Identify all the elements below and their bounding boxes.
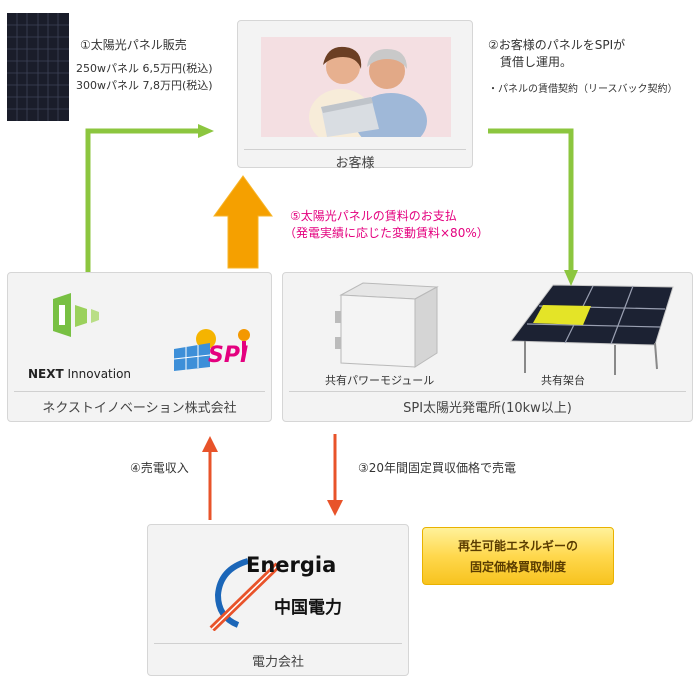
- utility-box: Energia 中国電力 電力会社: [147, 524, 409, 676]
- panel-sale-price-250: 250wパネル 6,5万円(税込): [76, 62, 213, 75]
- solar-mount-image: [505, 281, 687, 377]
- payment-line1: ⑤太陽光パネルの賃料のお支払: [290, 209, 457, 223]
- customer-photo-graphic: [261, 37, 451, 137]
- energia-logo-graphic: [209, 558, 281, 631]
- mount-label: 共有架台: [541, 374, 585, 387]
- spi-logo: SPI: [170, 323, 260, 373]
- lease-title-line2: 賃借し運用。: [500, 55, 573, 69]
- solar-panel-image: [7, 13, 69, 121]
- fit-badge: 再生可能エネルギーの 固定価格買取制度: [422, 527, 614, 585]
- power-module-image: [335, 281, 441, 369]
- chugoku-logo-text: 中国電力: [274, 598, 342, 618]
- red-arrow-sell: [327, 434, 343, 516]
- panel-sale-price-300: 300wパネル 7,8万円(税込): [76, 79, 213, 92]
- energia-logo: Energia 中国電力: [208, 551, 378, 631]
- spi-plant-label: SPI太陽光発電所(10kw以上): [403, 401, 572, 416]
- lease-note: ・パネルの賃借契約（リースバック契約）: [488, 84, 678, 95]
- orange-arrow-payment: [213, 175, 273, 269]
- fit-badge-line1: 再生可能エネルギーの: [457, 539, 578, 553]
- payment-line2: （発電実績に応じた変動賃料×80%）: [284, 226, 489, 240]
- utility-label: 電力会社: [251, 655, 304, 670]
- next-innovation-logo-graphic: [53, 293, 99, 337]
- power-module-graphic: [335, 282, 439, 368]
- next-innovation-divider: [14, 391, 265, 392]
- utility-divider: [154, 643, 402, 644]
- lease-title-line1: ②お客様のパネルをSPIが: [488, 38, 626, 52]
- power-module-label: 共有パワーモジュール: [325, 374, 435, 387]
- next-innovation-logo-icon: [53, 293, 133, 337]
- spi-plant-box: 共有パワーモジュール 共有架台 SPI太陽光発電所(10kw以上): [282, 272, 693, 422]
- panel-sale-title: ①太陽光パネル販売: [80, 38, 187, 52]
- next-innovation-box: NEXT Innovation SPI ネクストイノベーション株式会社: [7, 272, 272, 422]
- solar-mount-graphic: [510, 284, 674, 375]
- customer-box: お客様: [237, 20, 473, 171]
- spi-plant-divider: [289, 391, 686, 392]
- green-arrow-sale: [84, 124, 214, 272]
- spi-logo-graphic: [173, 329, 250, 371]
- customer-label: お客様: [335, 156, 375, 171]
- logo-innovation: Innovation: [63, 367, 132, 381]
- next-innovation-label: ネクストイノベーション株式会社: [42, 401, 237, 416]
- customer-divider: [244, 149, 466, 150]
- spi-logo-text: SPI: [208, 343, 249, 368]
- revenue-label: ④売電収入: [130, 461, 189, 475]
- fit-badge-line2: 固定価格買取制度: [469, 560, 566, 574]
- logo-next: NEXT: [28, 367, 64, 381]
- red-arrow-revenue: [202, 436, 218, 520]
- next-innovation-logo-text: NEXT Innovation: [28, 367, 131, 381]
- energia-logo-text: Energia: [246, 553, 337, 577]
- customer-photo: [261, 37, 451, 137]
- solar-panel-graphic: [7, 13, 69, 121]
- sell-label: ③20年間固定買収価格で売電: [358, 461, 517, 475]
- green-arrow-lease: [488, 128, 578, 286]
